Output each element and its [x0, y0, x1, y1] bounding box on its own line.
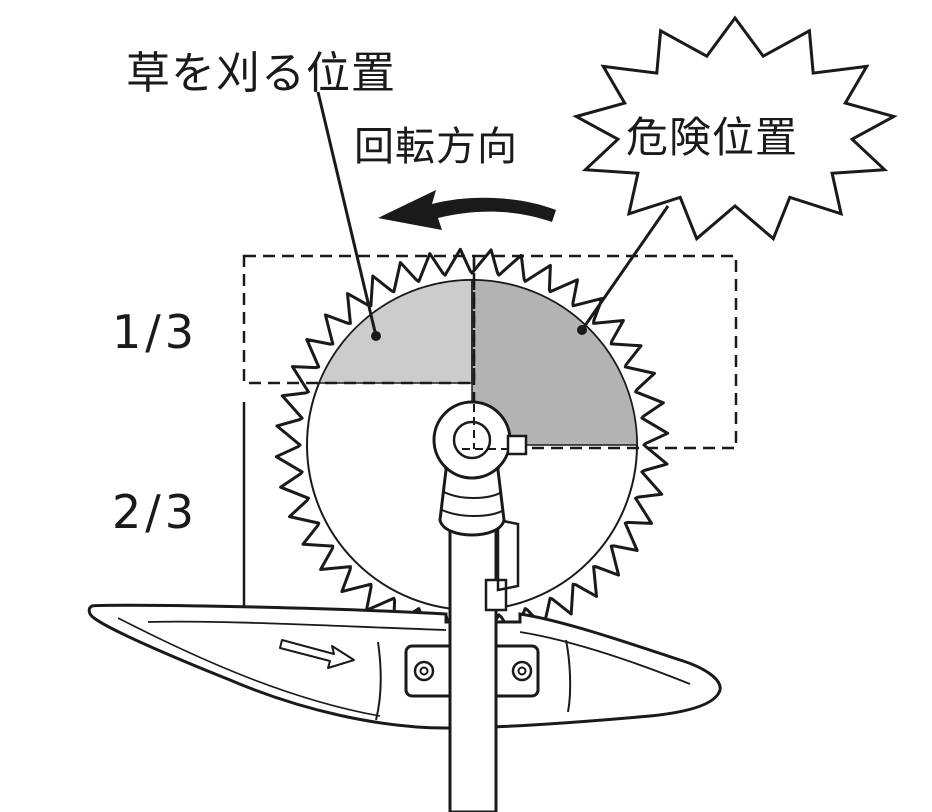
rotation-direction-label: 回転方向 — [354, 124, 518, 170]
blade-guard — [87, 603, 722, 730]
cutting-position-label: 草を刈る位置 — [126, 48, 396, 99]
upper-ratio-label: 1/3 — [112, 305, 198, 359]
bolt-left-inner — [419, 666, 429, 676]
bolt-right-icon — [511, 660, 533, 682]
guard-arrow-icon — [279, 639, 355, 669]
cutting-zone — [317, 279, 473, 384]
guard-rib-left — [375, 641, 382, 721]
guard-edge-line — [117, 617, 381, 717]
danger-leader-line — [580, 205, 670, 331]
cutting-leader-line — [316, 91, 378, 337]
guard-rib-right — [565, 639, 572, 713]
drive-shaft — [448, 526, 498, 812]
guard-inner-rim — [147, 620, 691, 685]
bolt-left-icon — [413, 660, 435, 682]
cutting-leader-dot — [371, 331, 381, 341]
gear-case-band — [441, 491, 505, 517]
reference-boxes — [242, 254, 738, 450]
hub-nut — [452, 420, 492, 460]
shaft-assembly — [432, 400, 528, 812]
lower-ratio-label: 2/3 — [112, 485, 198, 539]
danger-zone — [471, 279, 638, 446]
hub-lock-pin — [506, 434, 528, 456]
bolt-right-inner — [517, 666, 527, 676]
danger-starburst — [572, 15, 898, 242]
danger-leader-dot — [577, 325, 587, 335]
rotation-arrow-icon — [378, 190, 556, 230]
danger-position-label: 危険位置 — [626, 113, 798, 162]
shaft-clamp — [484, 518, 520, 612]
